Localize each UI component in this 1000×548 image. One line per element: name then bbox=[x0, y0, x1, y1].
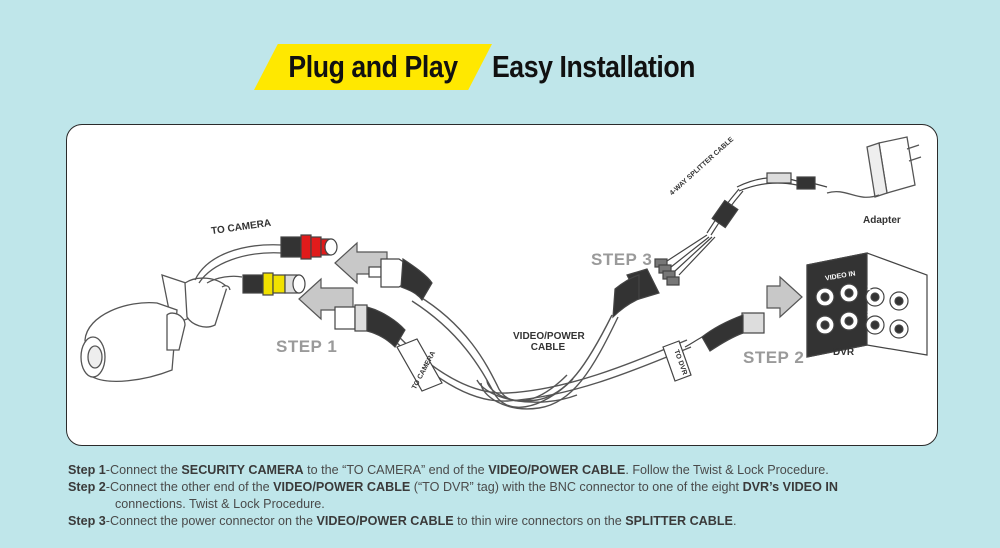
adapter-icon bbox=[826, 136, 922, 198]
camera-pigtail-wires bbox=[194, 244, 283, 284]
dvr-label: DVR bbox=[833, 347, 855, 358]
dvr-power-plug bbox=[612, 268, 660, 319]
camera-yellow-bnc-jack bbox=[242, 272, 306, 296]
title-easy-installation: Easy Installation bbox=[491, 49, 696, 84]
installation-diagram bbox=[80, 136, 928, 410]
video-power-cable-label: VIDEO/POWER CABLE bbox=[513, 331, 585, 353]
camera-icon bbox=[80, 274, 231, 382]
port-number-2: 2 bbox=[889, 287, 893, 294]
installation-instructions: Step 1-Connect the SECURITY CAMERA to th… bbox=[68, 462, 968, 530]
port-number-3: 3 bbox=[867, 311, 871, 318]
power-connector-icon bbox=[368, 257, 433, 302]
instruction-step2-continued: connections. Twist & Lock Procedure. bbox=[115, 497, 325, 511]
bnc-connector-icon bbox=[334, 304, 406, 348]
instruction-step2: Step 2-Connect the other end of the VIDE… bbox=[68, 480, 838, 494]
title-plug-and-play: Plug and Play bbox=[288, 49, 458, 84]
dvr-icon bbox=[806, 252, 928, 358]
adapter-label: Adapter bbox=[863, 215, 901, 226]
step1-label: STEP 1 bbox=[276, 337, 338, 356]
bnc-connector-icon bbox=[684, 312, 765, 352]
header: Plug and Play Easy Installation bbox=[0, 42, 1000, 92]
installation-diagram-panel: TO CAMERA STEP 1 VIDEO/POWER CABLE TO CA… bbox=[66, 124, 938, 446]
instruction-step3: Step 3-Connect the power connector on th… bbox=[68, 514, 737, 528]
port-number-4: 4 bbox=[889, 313, 893, 320]
to-camera-tag bbox=[396, 338, 443, 392]
splitter-icon bbox=[654, 172, 828, 286]
camera-red-power-jack bbox=[280, 234, 338, 260]
step2-label: STEP 2 bbox=[743, 348, 805, 367]
to-dvr-tag bbox=[662, 340, 692, 382]
arrow-icon bbox=[766, 275, 803, 319]
instruction-step1: Step 1-Connect the SECURITY CAMERA to th… bbox=[68, 463, 829, 477]
title-highlight-banner bbox=[254, 44, 492, 90]
step3-label: STEP 3 bbox=[591, 250, 653, 269]
port-number-1: 1 bbox=[867, 285, 871, 292]
